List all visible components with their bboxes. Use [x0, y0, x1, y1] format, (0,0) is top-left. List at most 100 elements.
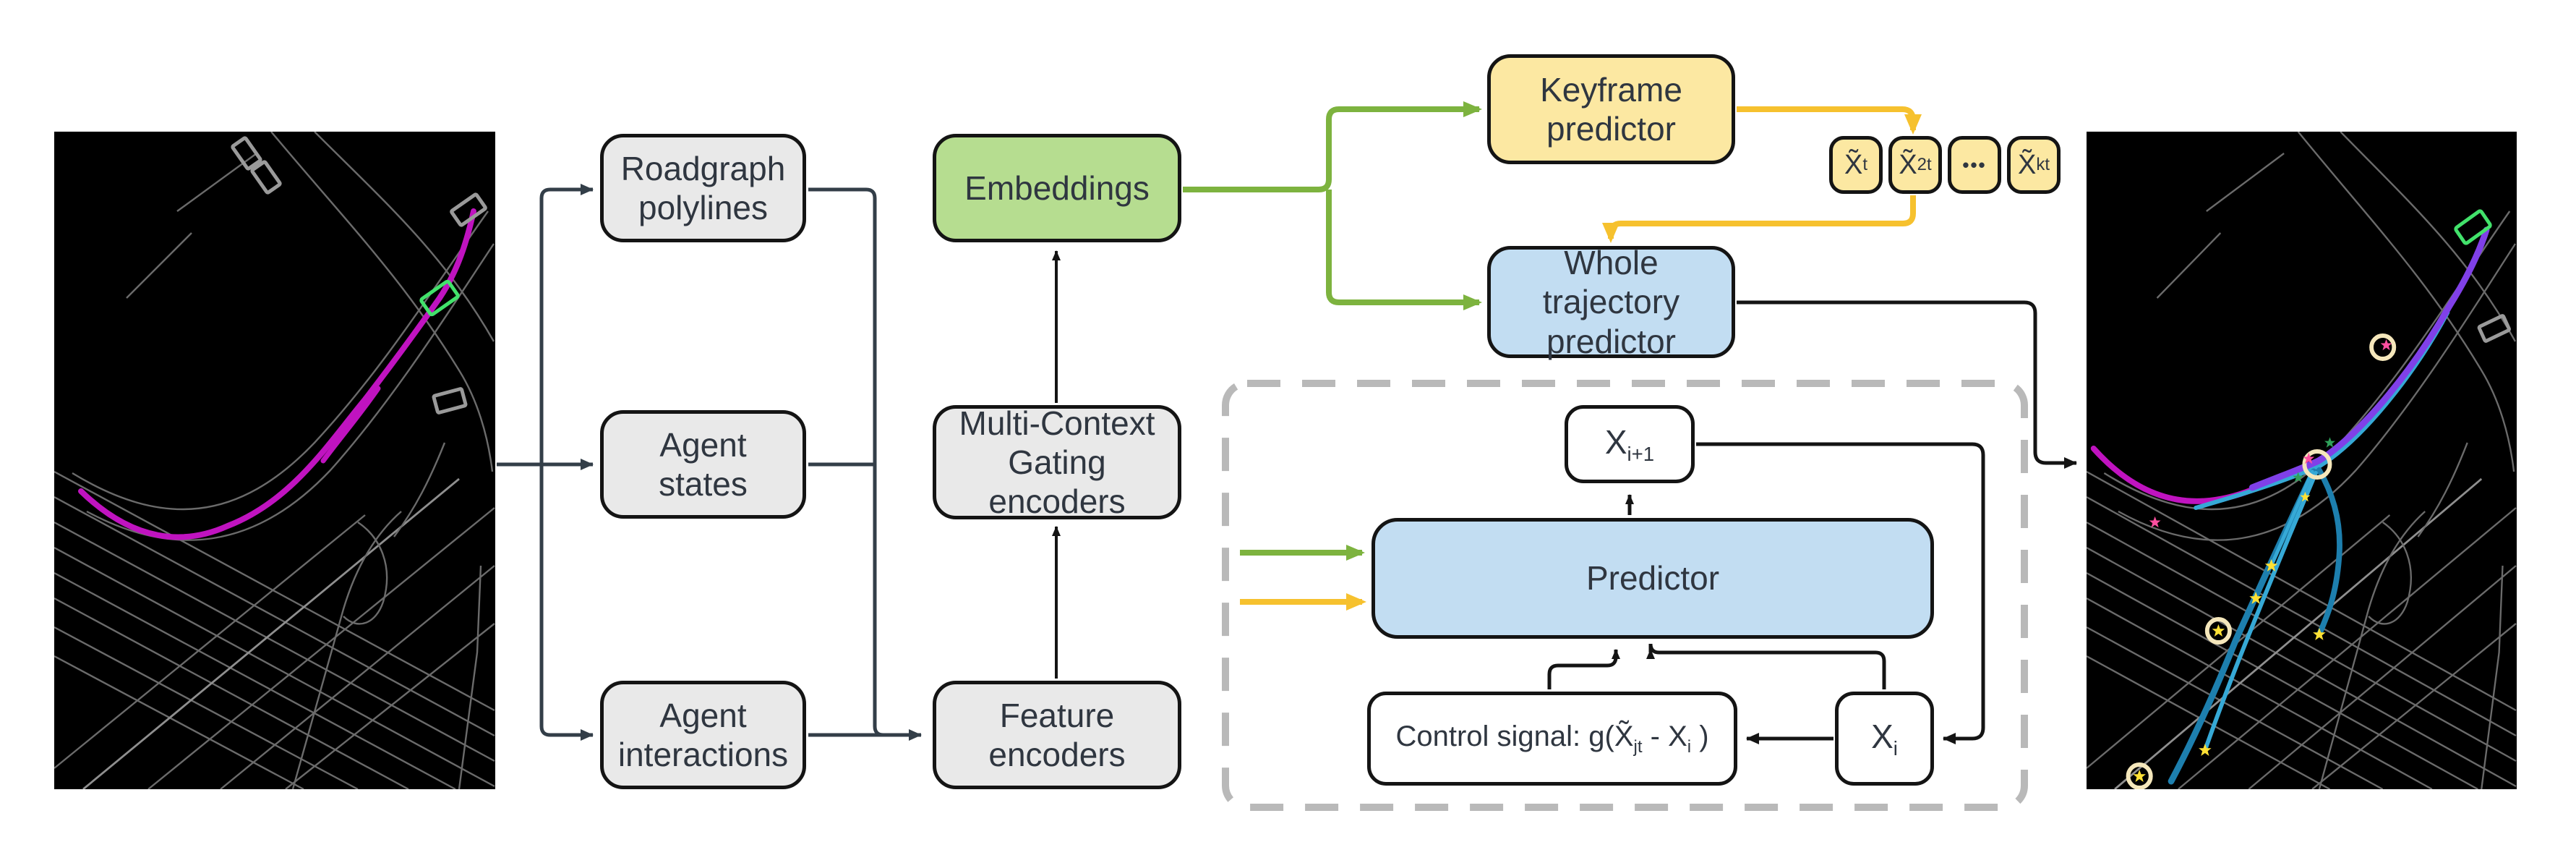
x-i-subscript: i — [1893, 736, 1898, 760]
token-label: X̃ — [2017, 149, 2037, 180]
wire-xi-to-predictor — [1651, 644, 1886, 689]
control-signal-sub1: jt — [1633, 736, 1643, 757]
control-signal-box: Control signal: g(X̃jt - Xi ) — [1367, 692, 1737, 786]
predicted-trajectory-short — [2269, 469, 2314, 568]
keyframe-circles — [2126, 333, 2397, 789]
ego-vehicle-box — [2454, 209, 2492, 245]
control-signal-suffix: ) — [1691, 720, 1709, 752]
roadgraph-lines — [2087, 132, 2517, 789]
agent-vehicle-box — [432, 387, 468, 415]
keyframe-predictor-box: Keyframe predictor — [1487, 54, 1735, 164]
keyframe-circle — [2302, 449, 2332, 480]
keyframe-predictor-label: Keyframe predictor — [1540, 70, 1682, 148]
control-signal-x1: X̃ — [1614, 720, 1634, 752]
ground-truth-trajectory — [78, 208, 476, 540]
control-signal-prefix: Control signal: g( — [1395, 720, 1614, 752]
roadgraph-polylines-label: Roadgraph polylines — [620, 149, 786, 226]
road-line — [2318, 511, 2426, 789]
embeddings-box: Embeddings — [933, 134, 1181, 242]
road-line — [2248, 565, 2517, 789]
road-line — [2417, 442, 2468, 537]
keyframe-circle — [2204, 617, 2232, 645]
agent-states-box: Agent states — [600, 410, 806, 519]
road-line — [2087, 546, 2517, 788]
control-signal-sub2: i — [1687, 736, 1692, 757]
road-line — [2297, 132, 2515, 472]
x-next-box: Xi+1 — [1565, 405, 1695, 483]
road-line — [2206, 153, 2285, 212]
control-signal-x2: X — [1668, 720, 1687, 752]
road-line — [72, 211, 489, 511]
control-signal-label: Control signal: g(X̃jt - Xi ) — [1395, 720, 1708, 757]
x-i-label: Xi — [1871, 717, 1898, 761]
road-line — [54, 470, 495, 712]
token-subscript: kt — [2036, 155, 2050, 174]
input-scene-panel — [54, 132, 495, 789]
prediction-scene-panel — [2087, 132, 2517, 789]
mcg-encoders-box: Multi-Context Gating encoders — [933, 404, 1181, 521]
agent-interactions-box: Agent interactions — [600, 681, 806, 789]
keyframe-token-ellipsis: ••• — [1948, 136, 2001, 194]
road-line — [2311, 623, 2517, 789]
control-signal-mid: - — [1642, 720, 1669, 752]
wire-keyframe-to-tokens — [1737, 106, 1922, 135]
road-line — [2340, 132, 2517, 342]
whole-trajectory-predictor-label: Whole trajectory predictor — [1542, 244, 1680, 360]
feature-encoders-box: Feature encoders — [933, 681, 1181, 789]
wire-embeddings-to-wholetraj — [1326, 190, 1482, 310]
road-line — [54, 514, 366, 769]
agent-states-label: Agent states — [659, 425, 748, 503]
road-line — [2087, 496, 2517, 737]
road-line — [2087, 626, 2384, 789]
road-line — [285, 623, 495, 789]
road-line — [126, 232, 192, 299]
x-next-subscript: i+1 — [1627, 442, 1655, 465]
mcg-encoders-label: Multi-Context Gating encoders — [959, 404, 1155, 521]
road-line — [54, 571, 456, 789]
road-line — [343, 522, 388, 625]
road-line — [220, 565, 495, 789]
road-line — [314, 132, 495, 342]
predicted-trajectory-branch-left2 — [2202, 471, 2318, 752]
road-line — [2481, 565, 2504, 789]
token-label: X̃ — [1899, 149, 1917, 180]
predictor-label: Predictor — [1586, 559, 1720, 598]
agent-vehicle-box — [2477, 314, 2511, 343]
road-line — [2087, 521, 2517, 762]
ego-vehicle-box — [419, 279, 460, 317]
token-subscript: t — [1862, 155, 1868, 174]
agent-vehicle-box — [450, 192, 487, 227]
road-line — [54, 521, 495, 762]
road-line — [270, 132, 494, 472]
road-line — [82, 477, 460, 789]
road-line — [147, 507, 495, 789]
road-line — [54, 597, 409, 789]
road-line — [54, 655, 304, 789]
keyframe-token-k: X̃kt — [2007, 136, 2061, 194]
road-line — [2087, 571, 2478, 789]
agent-vehicle-box — [231, 136, 262, 171]
keyframe-circle — [2126, 762, 2153, 789]
road-line — [2114, 477, 2483, 789]
wire-embeddings-to-keyframe — [1183, 101, 1482, 192]
road-line — [2087, 655, 2331, 789]
road-line — [393, 442, 446, 537]
agent-vehicle-box — [250, 160, 282, 195]
x-next-label: Xi+1 — [1605, 422, 1654, 467]
keyframe-circle — [2369, 333, 2397, 361]
trajectory-spur — [320, 386, 381, 464]
keyframe-token-2: X̃2t — [1888, 136, 1942, 194]
wire-branch-up — [539, 184, 594, 464]
feature-encoders-label: Feature encoders — [988, 696, 1126, 773]
x-i-base: X — [1871, 717, 1894, 755]
wire-wholetraj-to-scene — [1737, 300, 2077, 469]
road-line — [2087, 470, 2517, 712]
token-label: ••• — [1962, 153, 1987, 176]
agent-interactions-label: Agent interactions — [617, 696, 789, 773]
keyframe-token-1: X̃t — [1829, 136, 1883, 194]
road-line — [458, 565, 482, 789]
embeddings-label: Embeddings — [964, 169, 1150, 207]
road-line — [2178, 507, 2517, 789]
x-next-base: X — [1604, 422, 1627, 461]
predictor-box: Predictor — [1372, 518, 1934, 639]
